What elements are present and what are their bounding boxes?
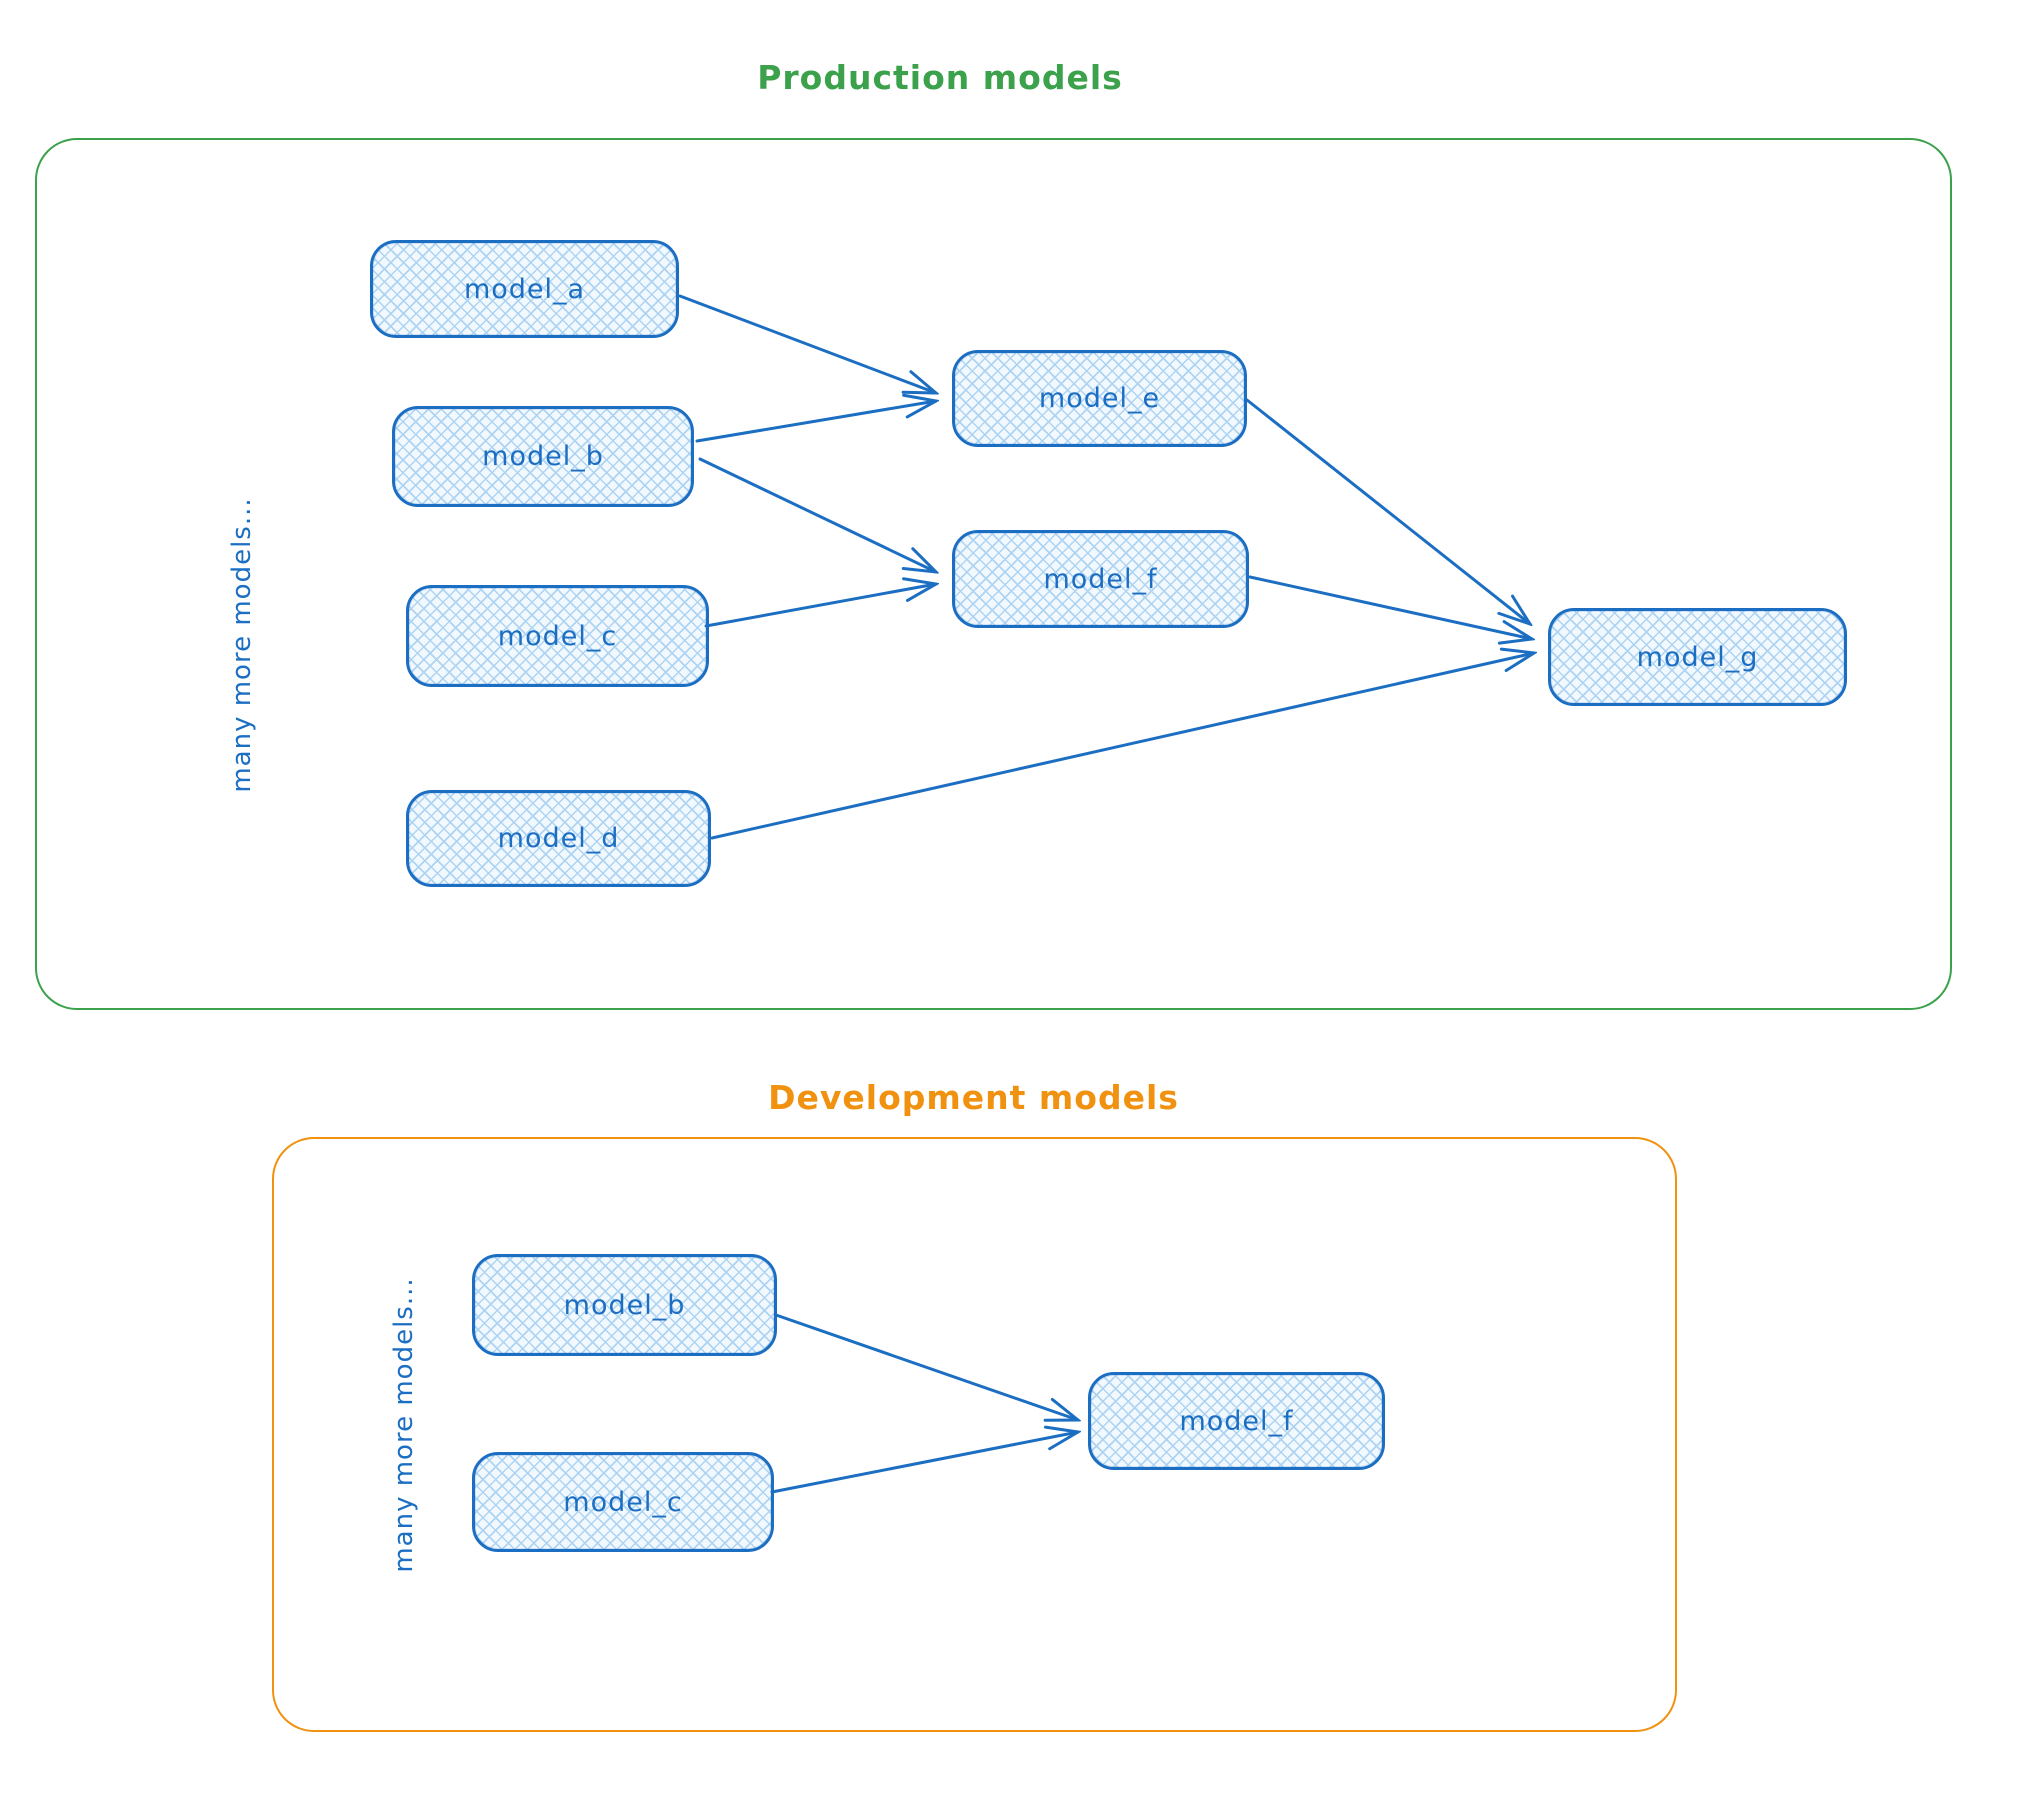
- node-production-model_g: model_g: [1548, 608, 1847, 706]
- node-label: model_f: [1179, 1405, 1294, 1437]
- node-label: model_f: [1043, 563, 1158, 595]
- node-production-model_b: model_b: [392, 406, 694, 507]
- production-title: Production models: [757, 58, 1123, 97]
- production-side-label: many more models...: [227, 497, 257, 793]
- node-label: model_b: [563, 1289, 686, 1321]
- node-production-model_a: model_a: [370, 240, 679, 338]
- node-label: model_b: [482, 441, 604, 472]
- node-production-model_d: model_d: [406, 790, 711, 887]
- development-side-label: many more models...: [389, 1277, 419, 1573]
- node-production-model_f: model_f: [952, 530, 1249, 628]
- node-production-model_c: model_c: [406, 585, 709, 687]
- node-label: model_c: [497, 620, 618, 652]
- node-development-model_c: model_c: [472, 1452, 774, 1552]
- node-development-model_f: model_f: [1088, 1372, 1385, 1470]
- development-container: [272, 1137, 1677, 1732]
- node-label: model_c: [563, 1486, 683, 1518]
- production-container: [35, 138, 1952, 1010]
- node-production-model_e: model_e: [952, 350, 1247, 447]
- node-development-model_b: model_b: [472, 1254, 777, 1356]
- development-title: Development models: [768, 1078, 1179, 1117]
- node-label: model_a: [463, 273, 586, 305]
- node-label: model_d: [497, 823, 620, 854]
- node-label: model_e: [1038, 383, 1161, 414]
- node-label: model_g: [1636, 641, 1759, 673]
